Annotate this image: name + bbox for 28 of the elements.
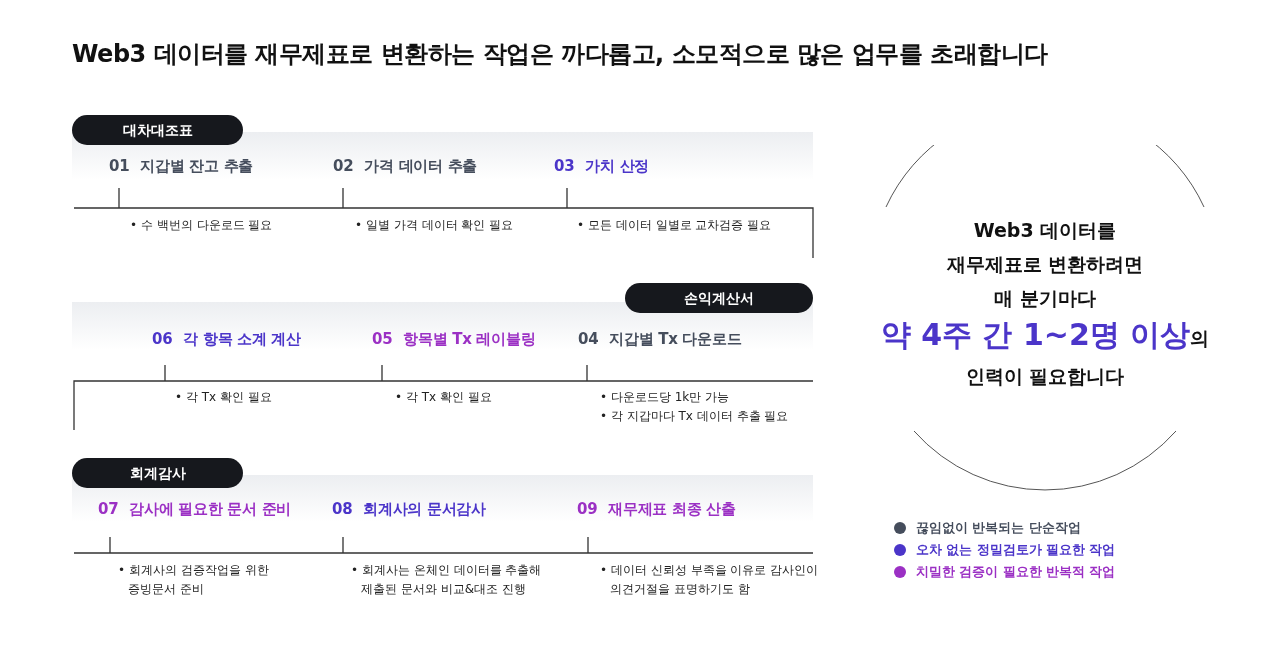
step-title: 01 지갑별 잔고 추출 [109, 157, 253, 176]
bullet-note: • 데이터 신뢰성 부족을 이유로 감사인이 의견거절을 표명하기도 함 [600, 562, 820, 598]
bullet-note: • 각 Tx 확인 필요 [395, 389, 492, 406]
statement-text: 약 4주 간 1~2명 이상의 인력이 필요합니다 [879, 316, 1211, 389]
section-pill: 손익계산서 [625, 283, 813, 313]
legend-text: 끊임없이 반복되는 단순작업 [916, 520, 1081, 537]
step-title: 08 회계사의 문서감사 [332, 500, 486, 519]
bullet-note: • 회계사의 검증작업을 위한 증빙문서 준비 [118, 562, 270, 598]
step-title: 04 지갑별 Tx 다운로드 [578, 330, 742, 349]
bullet-note: • 회계사는 온체인 데이터를 추출해 제출된 문서와 비교&대조 진행 [351, 562, 543, 598]
statement-text: Web3 데이터를 재무제표로 변환하려면 매 분기마다 [945, 218, 1145, 311]
bullet-note: • 다운로드당 1k만 가능 [600, 389, 730, 406]
step-title: 03 가치 산정 [554, 157, 649, 176]
section-pill: 대차대조표 [72, 115, 243, 145]
step-title: 06 각 항목 소계 계산 [152, 330, 301, 349]
bullet-note: • 각 Tx 확인 필요 [175, 389, 272, 406]
bullet-note: • 수 백번의 다운로드 필요 [130, 217, 273, 234]
step-title: 07 감사에 필요한 문서 준비 [98, 500, 291, 519]
page-title: Web3 데이터를 재무제표로 변환하는 작업은 까다롭고, 소모적으로 많은 업무를 초래합니다 [72, 39, 1048, 70]
legend-text: 치밀한 검증이 필요한 반복적 작업 [916, 564, 1116, 581]
bullet-note: • 모든 데이터 일별로 교차검증 필요 [577, 217, 772, 234]
section-pill: 회계감사 [72, 458, 243, 488]
bullet-note: • 각 지갑마다 Tx 데이터 추출 필요 [600, 408, 789, 425]
legend-text: 오차 없는 정밀검토가 필요한 작업 [916, 542, 1116, 559]
step-title: 02 가격 데이터 추출 [333, 157, 477, 176]
bullet-note: • 일별 가격 데이터 확인 필요 [355, 217, 514, 234]
step-title: 09 재무제표 최종 산출 [577, 500, 736, 519]
step-title: 05 항목별 Tx 레이블링 [372, 330, 536, 349]
